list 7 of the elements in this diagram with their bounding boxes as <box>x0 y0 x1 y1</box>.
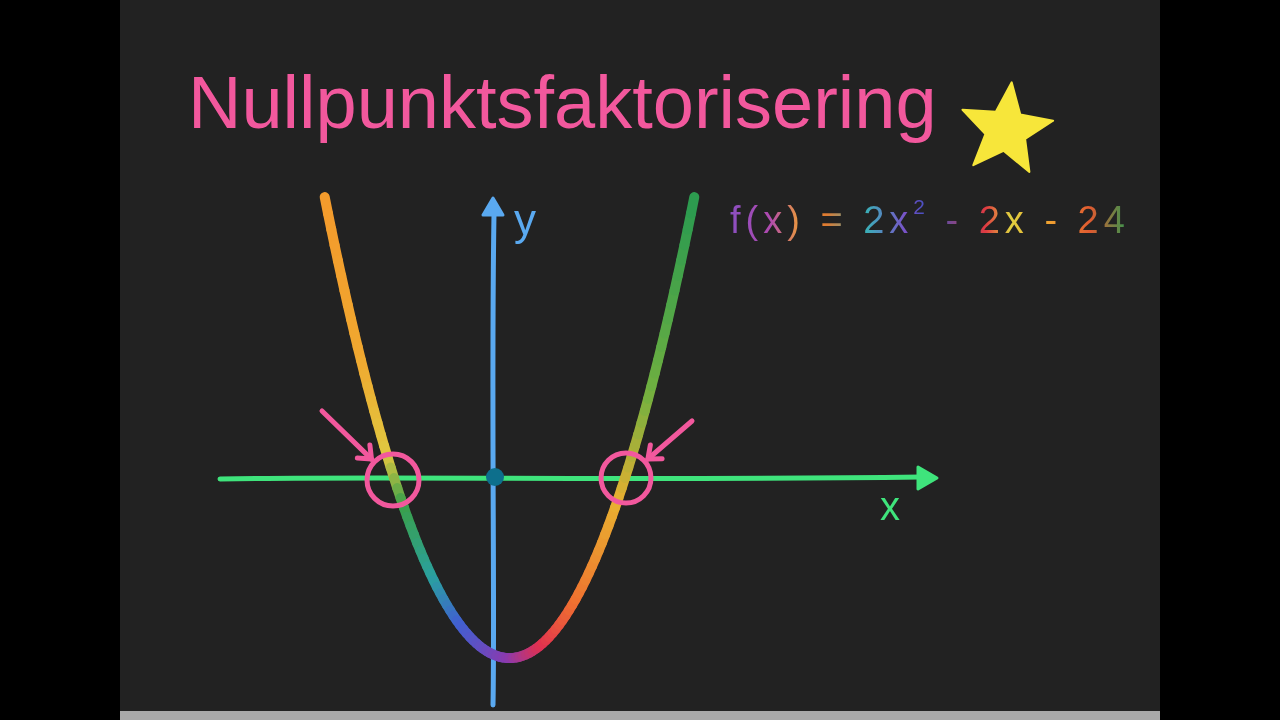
axis-label: x <box>880 484 900 528</box>
title: Nullpunktsfaktorisering <box>188 62 937 144</box>
axis-label: y <box>514 196 536 245</box>
highlight-circle <box>598 450 654 506</box>
arrow <box>319 408 374 462</box>
highlight-circle <box>364 451 422 509</box>
arrow <box>645 418 695 462</box>
